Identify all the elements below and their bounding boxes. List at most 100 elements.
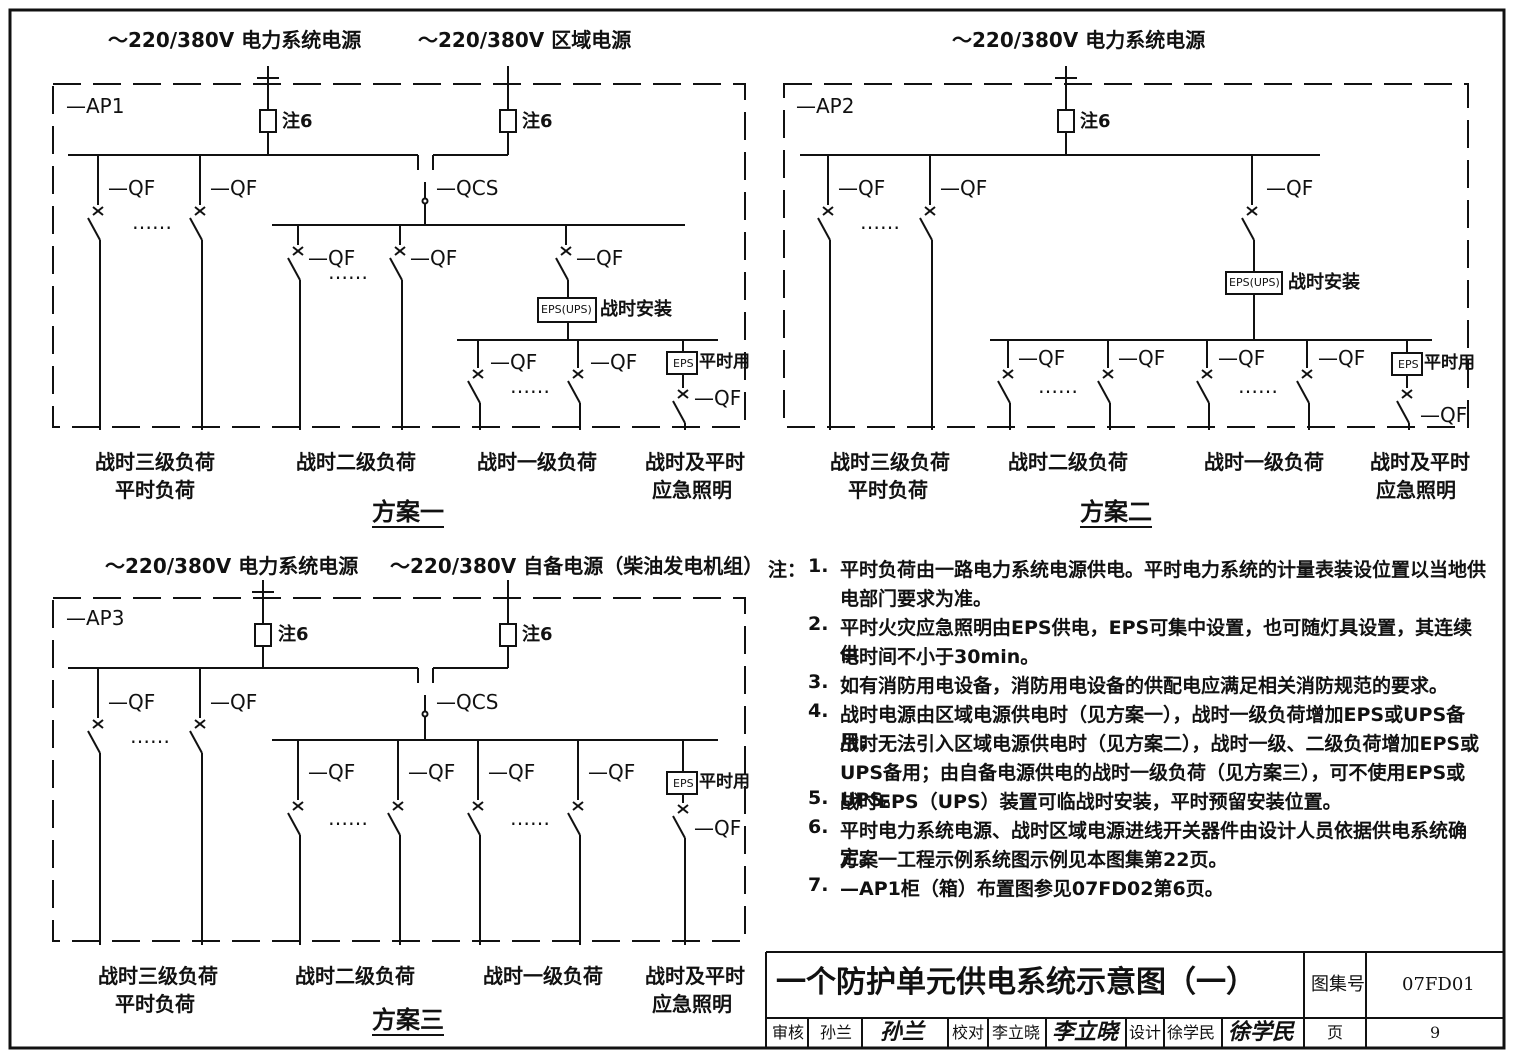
eps-box-label: EPS	[673, 357, 694, 370]
note-number: 6.	[808, 816, 829, 838]
load-first-label: 战时一级负荷	[477, 450, 597, 474]
note-item-continuation: 战时无法引入区域电源供电时（见方案二），战时一级、二级负荷增加EPS或	[768, 729, 1488, 758]
ellipsis: ……	[130, 724, 170, 748]
source-grid-label: ～220/380V 电力系统电源	[105, 554, 359, 578]
ellipsis: ……	[510, 374, 550, 398]
note-text: —AP1柜（箱）布置图参见07FD02第6页。	[840, 878, 1224, 900]
breaker-label: —QF	[1266, 176, 1314, 200]
note-text: 战时无法引入区域电源供电时（见方案二），战时一级、二级负荷增加EPS或	[840, 733, 1480, 755]
designer-signature: 徐学民	[1228, 1019, 1295, 1045]
load-emergency-label: 战时及平时	[1370, 450, 1470, 474]
load-second-label: 战时二级负荷	[1008, 450, 1128, 474]
designer-name: 徐学民	[1167, 1023, 1216, 1042]
note6-label: 注6	[278, 624, 309, 645]
note-text: 平时电力系统电源、战时区域电源进线开关器件由设计人员依据供电系统确定。	[840, 820, 1468, 869]
note-number: 5.	[808, 787, 829, 809]
note-text: 战时EPS（UPS）装置可临战时安装，平时预留安装位置。	[840, 791, 1342, 813]
note-item-continuation: 电部门要求为准。	[768, 584, 1488, 613]
title-block-grid	[765, 951, 1504, 1048]
breaker-label: —QF	[488, 760, 536, 784]
page-label: 页	[1327, 1023, 1344, 1042]
panel-ap1-boundary	[52, 83, 746, 428]
note6-label: 注6	[522, 624, 553, 645]
ellipsis: ……	[860, 210, 900, 234]
note6-label: 注6	[522, 111, 553, 132]
eps-ups-box-label: EPS(UPS)	[541, 303, 592, 316]
isolator-label: —QCS	[436, 690, 499, 714]
sheet-frame	[8, 8, 1506, 1050]
checker-name: 李立晓	[992, 1023, 1041, 1042]
eps-ups-box-label: EPS(UPS)	[1229, 276, 1280, 289]
load-second-label: 战时二级负荷	[295, 964, 415, 988]
source-regional-label: ～220/380V 区域电源	[418, 28, 632, 52]
reviewer-signature: 孙兰	[880, 1019, 925, 1045]
note-text: 平时负荷由一路电力系统电源供电。平时电力系统的计量表装设位置以当地供	[840, 559, 1487, 581]
notes-section: 注： 1. 平时负荷由一路电力系统电源供电。平时电力系统的计量表装设位置以当地供…	[768, 555, 1488, 903]
load-emergency-lighting-label: 应急照明	[652, 992, 732, 1016]
review-label: 审核	[772, 1023, 805, 1042]
load-first-label: 战时一级负荷	[1204, 450, 1324, 474]
breaker-label: —QF	[694, 816, 742, 840]
peacetime-use-label: 平时用	[1424, 353, 1475, 373]
breaker-label: —QF	[694, 386, 742, 410]
ellipsis: ……	[510, 806, 550, 830]
load-peacetime-label: 平时负荷	[115, 478, 195, 502]
breaker-label: —QF	[1118, 346, 1166, 370]
breaker-label: —QF	[308, 246, 356, 270]
scheme-three-title: 方案三	[372, 1006, 444, 1034]
note-item: 2. 平时火灾应急照明由EPS供电，EPS可集中设置，也可随灯具设置，其连续供	[768, 613, 1488, 666]
drawing-title: 一个防护单元供电系统示意图（一）	[776, 965, 1256, 1000]
note6-label: 注6	[1080, 111, 1111, 132]
load-third-label: 战时三级负荷	[95, 450, 215, 474]
atlas-number: 07FD01	[1402, 974, 1475, 995]
breaker-label: —QF	[408, 760, 456, 784]
note-number: 1.	[808, 555, 829, 577]
note-number: 4.	[808, 700, 829, 722]
checker-signature: 李立晓	[1052, 1019, 1119, 1045]
note-number: 7.	[808, 874, 829, 896]
wartime-install-label: 战时安装	[1288, 272, 1360, 293]
eps-box-label: EPS	[1398, 358, 1419, 371]
notes-label: 注：	[768, 559, 807, 581]
peacetime-use-label: 平时用	[699, 772, 750, 792]
note-item: 6. 平时电力系统电源、战时区域电源进线开关器件由设计人员依据供电系统确定。	[768, 816, 1488, 869]
breaker-label: —QF	[576, 246, 624, 270]
note-number: 3.	[808, 671, 829, 693]
ellipsis: ……	[132, 210, 172, 234]
ellipsis: ……	[1238, 374, 1278, 398]
reviewer-name: 孙兰	[820, 1023, 853, 1042]
panel-ap2-label: —AP2	[796, 94, 855, 118]
breaker-label: —QF	[108, 690, 156, 714]
note-item: 3. 如有消防用电设备，消防用电设备的供配电应满足相关消防规范的要求。	[768, 671, 1488, 700]
isolator-label: —QCS	[436, 176, 499, 200]
ellipsis: ……	[1038, 374, 1078, 398]
load-emergency-label: 战时及平时	[645, 450, 745, 474]
breaker-label: —QF	[1218, 346, 1266, 370]
note-text: 方案一工程示例系统图示例见本图集第22页。	[840, 849, 1228, 871]
load-first-label: 战时一级负荷	[483, 964, 603, 988]
wartime-install-label: 战时安装	[600, 299, 672, 320]
eps-box-label: EPS	[673, 777, 694, 790]
page-number: 9	[1430, 1023, 1441, 1042]
breaker-label: —QF	[1018, 346, 1066, 370]
note-item: 5. 战时EPS（UPS）装置可临战时安装，平时预留安装位置。	[768, 787, 1488, 816]
note-item-continuation: 方案一工程示例系统图示例见本图集第22页。	[768, 845, 1488, 874]
breaker-label: —QF	[1420, 403, 1468, 427]
source-grid-label: ～220/380V 电力系统电源	[108, 28, 362, 52]
panel-ap2-boundary	[783, 83, 1469, 428]
note-text: UPS备用；由自备电源供电的战时一级负荷（见方案三），可不使用EPS或UPS。	[840, 762, 1466, 811]
note-item-continuation: UPS备用；由自备电源供电的战时一级负荷（见方案三），可不使用EPS或UPS。	[768, 758, 1488, 811]
breaker-label: —QF	[210, 176, 258, 200]
load-second-label: 战时二级负荷	[296, 450, 416, 474]
scheme-two-title: 方案二	[1080, 498, 1152, 526]
breaker-label: —QF	[838, 176, 886, 200]
note-text: 平时火灾应急照明由EPS供电，EPS可集中设置，也可随灯具设置，其连续供	[840, 617, 1473, 666]
breaker-label: —QF	[1318, 346, 1366, 370]
note-text: 电部门要求为准。	[840, 588, 993, 610]
scheme-one-diagram	[52, 66, 746, 430]
note-item: 7. —AP1柜（箱）布置图参见07FD02第6页。	[768, 874, 1488, 903]
note6-label: 注6	[282, 111, 313, 132]
ellipsis: ……	[328, 806, 368, 830]
breaker-label: —QF	[590, 350, 638, 374]
check-label: 校对	[952, 1023, 985, 1042]
